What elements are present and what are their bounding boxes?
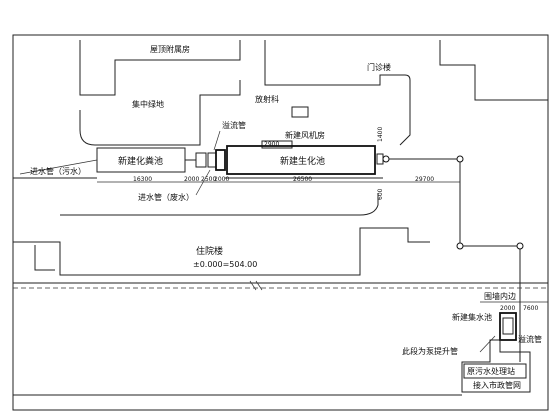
- inlet-sewage-label: 进水管（污水）: [30, 166, 86, 176]
- annex-building-outline: [79, 40, 241, 96]
- chamber-3: [215, 149, 226, 171]
- pump-pipe-leader: [479, 335, 496, 353]
- overflow-pipe-bot-label: 溢流管: [518, 334, 542, 344]
- drawing-frame: [12, 34, 549, 411]
- treatment-station-label-box: [463, 363, 527, 379]
- outlet-pipe-route: [383, 158, 521, 305]
- chamber-2: [207, 152, 217, 168]
- dim-2000b: 2000: [214, 176, 229, 183]
- radiation-label: 放射科: [255, 94, 279, 104]
- elevation-label: ±0.000=504.00: [193, 260, 257, 269]
- fence-inner-label: 围墙内边: [484, 291, 516, 301]
- collect-tank-label: 新建集水池: [452, 312, 492, 322]
- road-line-3: [60, 193, 379, 216]
- dim-600: 600: [377, 188, 384, 200]
- pump-pipe-label: 此段为泵提升管: [402, 346, 458, 356]
- dim-26500: 26500: [293, 176, 312, 183]
- dim-1400: 1400: [377, 127, 384, 142]
- fence-break-mark: [249, 280, 263, 291]
- green-area-outline: [79, 80, 241, 146]
- dim-29700: 29700: [415, 176, 434, 183]
- bio-tank: [226, 145, 376, 175]
- inpatient-label: 住院楼: [196, 245, 223, 257]
- inlet-waste-leader: [195, 169, 211, 196]
- clinic-building-outline: [264, 40, 411, 146]
- pipe-node-2: [456, 155, 464, 163]
- fan-room-label: 新建风机房: [285, 130, 325, 140]
- septic-tank-label: 新建化粪池: [118, 155, 163, 167]
- radiation-box: [291, 106, 309, 118]
- fan-room-box: [261, 140, 293, 149]
- chamber-1: [195, 152, 207, 168]
- overflow-pipe-top-label: 溢流管: [222, 120, 246, 130]
- connect-network-label: 接入市政管网: [473, 380, 521, 390]
- clinic-building-wing: [439, 40, 548, 101]
- pipe-node-3: [456, 242, 464, 250]
- dim-16300: 16300: [133, 176, 152, 183]
- overflow-pipe-top-leader: [213, 130, 221, 151]
- annex-building-label: 屋顶附属房: [150, 44, 190, 54]
- dim-7600: 7600: [523, 305, 538, 312]
- inlet-sewage-leader: [19, 159, 98, 175]
- bio-tank-outlet: [376, 153, 384, 165]
- pipe-node-4: [516, 242, 524, 250]
- treatment-station-outline: [461, 339, 531, 393]
- inpatient-building-outline: [13, 227, 430, 276]
- treatment-station-label: 原污水处理站: [467, 366, 515, 376]
- pipe-node-1: [382, 155, 390, 163]
- dim-2000a: 2000: [184, 176, 199, 183]
- collect-tank: [499, 312, 517, 341]
- green-area-label: 集中绿地: [132, 99, 164, 109]
- collect-tank-inner: [502, 317, 514, 335]
- dim-2000c: 2000: [500, 305, 515, 312]
- dim-2500: 2500: [201, 176, 216, 183]
- inpatient-building-left: [34, 245, 55, 271]
- dim-2900: 2900: [264, 141, 279, 148]
- bio-tank-label: 新建生化池: [280, 155, 325, 167]
- clinic-building-label: 门诊楼: [367, 62, 391, 72]
- inlet-waste-label: 进水管（废水）: [138, 192, 194, 202]
